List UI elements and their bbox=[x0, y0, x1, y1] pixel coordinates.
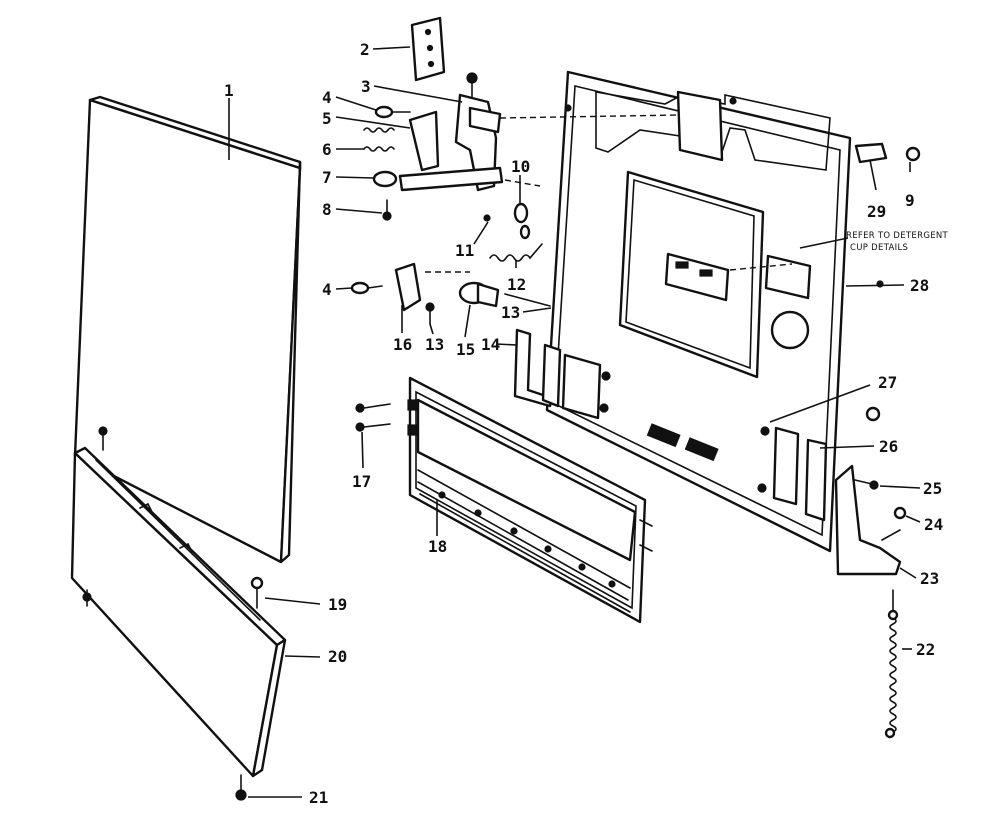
label-part-17: 17 bbox=[352, 472, 371, 491]
label-part-4-lower: 4 bbox=[322, 280, 332, 299]
label-part-16: 16 bbox=[393, 335, 412, 354]
outer-door-panel bbox=[73, 95, 302, 564]
label-part-11: 11 bbox=[455, 241, 474, 260]
detergent-cup bbox=[664, 252, 812, 302]
note-line-2: CUP DETAILS bbox=[850, 243, 908, 253]
label-part-19: 19 bbox=[328, 595, 347, 614]
label-part-9: 9 bbox=[905, 191, 915, 210]
hinge-plate-2 bbox=[410, 16, 446, 82]
note-line-1: REFER TO DETERGENT bbox=[846, 231, 949, 241]
label-part-10: 10 bbox=[511, 157, 530, 176]
label-part-27: 27 bbox=[878, 373, 897, 392]
label-part-29: 29 bbox=[867, 202, 886, 221]
door-trim-panel bbox=[407, 376, 653, 624]
rinse-aid-dispenser bbox=[770, 310, 810, 350]
label-part-18: 18 bbox=[428, 537, 447, 556]
label-part-1: 1 bbox=[224, 81, 234, 100]
part-labels: 1 2 3 4 5 6 7 8 9 10 11 12 13 14 15 16 1… bbox=[224, 40, 943, 807]
latch-lever-5 bbox=[408, 110, 440, 172]
label-part-26: 26 bbox=[879, 437, 898, 456]
detergent-cup-note: REFER TO DETERGENT CUP DETAILS bbox=[846, 231, 949, 253]
kick-panel-screws bbox=[82, 426, 264, 801]
label-part-21: 21 bbox=[309, 788, 328, 807]
label-part-13: 13 bbox=[501, 303, 520, 322]
right-side-parts bbox=[834, 142, 921, 739]
hardware-small-parts bbox=[350, 105, 551, 325]
label-part-7: 7 bbox=[322, 168, 332, 187]
alignment-lines bbox=[425, 114, 793, 273]
label-part-25: 25 bbox=[923, 479, 942, 498]
label-part-3: 3 bbox=[361, 77, 371, 96]
label-part-13-lower: 13 bbox=[425, 335, 444, 354]
label-part-6: 6 bbox=[322, 140, 332, 159]
hinge-bracket-14 bbox=[513, 328, 602, 420]
label-part-8: 8 bbox=[322, 200, 332, 219]
latch-assembly-3 bbox=[454, 72, 502, 192]
inner-door-liner bbox=[545, 70, 852, 553]
label-part-15: 15 bbox=[456, 340, 475, 359]
screws-17 bbox=[355, 403, 391, 432]
label-part-12: 12 bbox=[507, 275, 526, 294]
label-part-22: 22 bbox=[916, 640, 935, 659]
label-part-20: 20 bbox=[328, 647, 347, 666]
label-part-5: 5 bbox=[322, 109, 332, 128]
label-part-24: 24 bbox=[924, 515, 943, 534]
label-part-4: 4 bbox=[322, 88, 332, 107]
kick-panel bbox=[70, 446, 287, 778]
label-part-14: 14 bbox=[481, 335, 500, 354]
leader-lines bbox=[228, 46, 921, 798]
label-part-28: 28 bbox=[910, 276, 929, 295]
label-part-23: 23 bbox=[920, 569, 939, 588]
label-part-2: 2 bbox=[360, 40, 370, 59]
